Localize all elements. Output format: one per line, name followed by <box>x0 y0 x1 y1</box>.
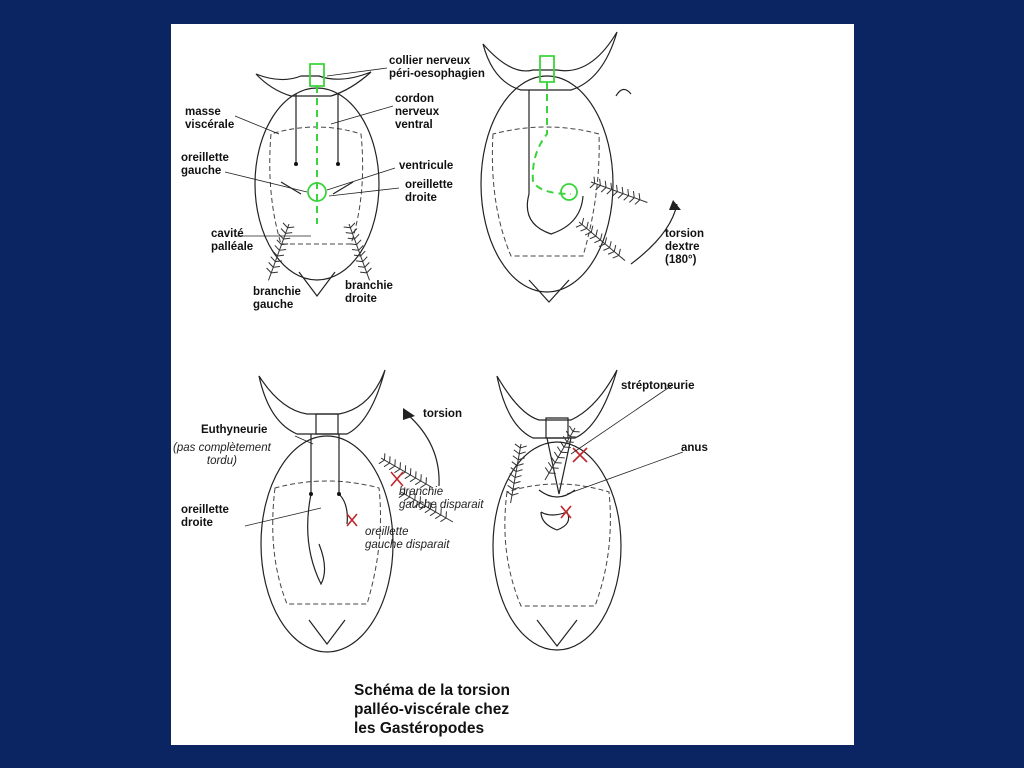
figure-untorted <box>224 63 400 297</box>
figure-euthyneurie <box>244 369 457 653</box>
label-branchie-droite: branchie droite <box>345 280 393 305</box>
label-euthyneurie: Euthyneurie <box>201 424 268 436</box>
diagram-caption: Schéma de la torsion palléo-viscérale ch… <box>354 682 510 737</box>
label-oreillette-gauche: oreillette gauche <box>181 152 229 177</box>
label-cavite-palleale: cavité palléale <box>211 228 254 253</box>
torsion-illustration <box>224 31 684 653</box>
label-streptoneurie: stréptoneurie <box>621 380 695 392</box>
label-torsion-dextre: torsion dextre (180°) <box>665 228 704 266</box>
label-anus: anus <box>681 442 708 454</box>
figure-torsion-dextre <box>480 31 681 303</box>
label-ventricule: ventricule <box>399 160 454 172</box>
label-torsion: torsion <box>423 408 462 420</box>
label-collier-nerveux: collier nerveux péri-oesophagien <box>389 55 485 80</box>
label-oreillette-droite: oreillette droite <box>405 179 453 204</box>
figure-streptoneurie <box>492 369 684 651</box>
label-masse-viscerale: masse viscérale <box>185 106 235 131</box>
label-branchie-disparait: branchie gauche disparait <box>399 486 484 511</box>
label-pas-completement: (pas complètement tordu) <box>173 442 271 467</box>
diagram-panel: collier nerveux péri-oesophagien cordon … <box>171 24 854 745</box>
label-branchie-gauche: branchie gauche <box>253 286 301 311</box>
label-oreillette-droite-2: oreillette droite <box>181 504 229 529</box>
label-oreillette-disparait: oreillette gauche disparait <box>365 526 450 551</box>
label-cordon-nerveux: cordon nerveux ventral <box>395 93 440 131</box>
